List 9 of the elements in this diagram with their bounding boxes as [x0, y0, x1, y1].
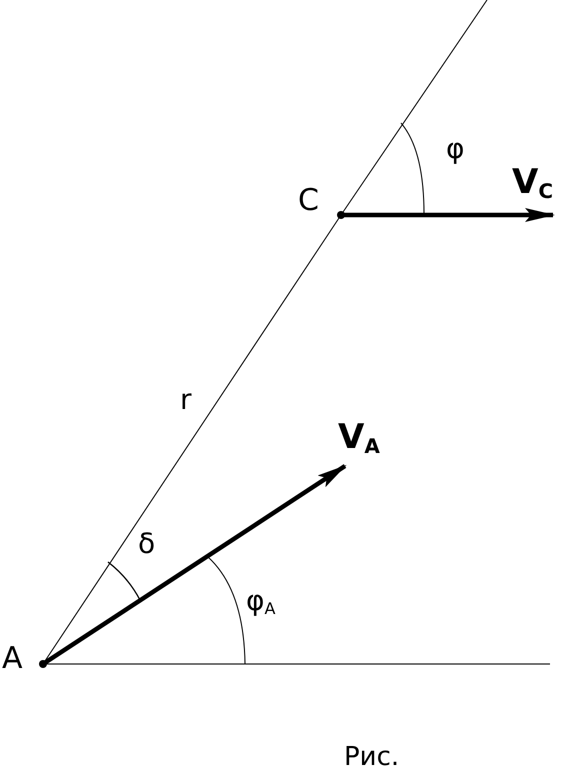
edge-label: r [180, 386, 192, 414]
point-label: C [298, 186, 319, 216]
vector-label: V$_{C}$ [512, 165, 554, 199]
angle-label: φ [446, 135, 464, 163]
point-label: A [2, 644, 23, 674]
angle-label: δ [138, 530, 156, 558]
vector-label: V$_{A}$ [338, 420, 380, 454]
angle-label: φ$_{A}$ [246, 587, 276, 615]
caption: Рис. [344, 744, 400, 770]
